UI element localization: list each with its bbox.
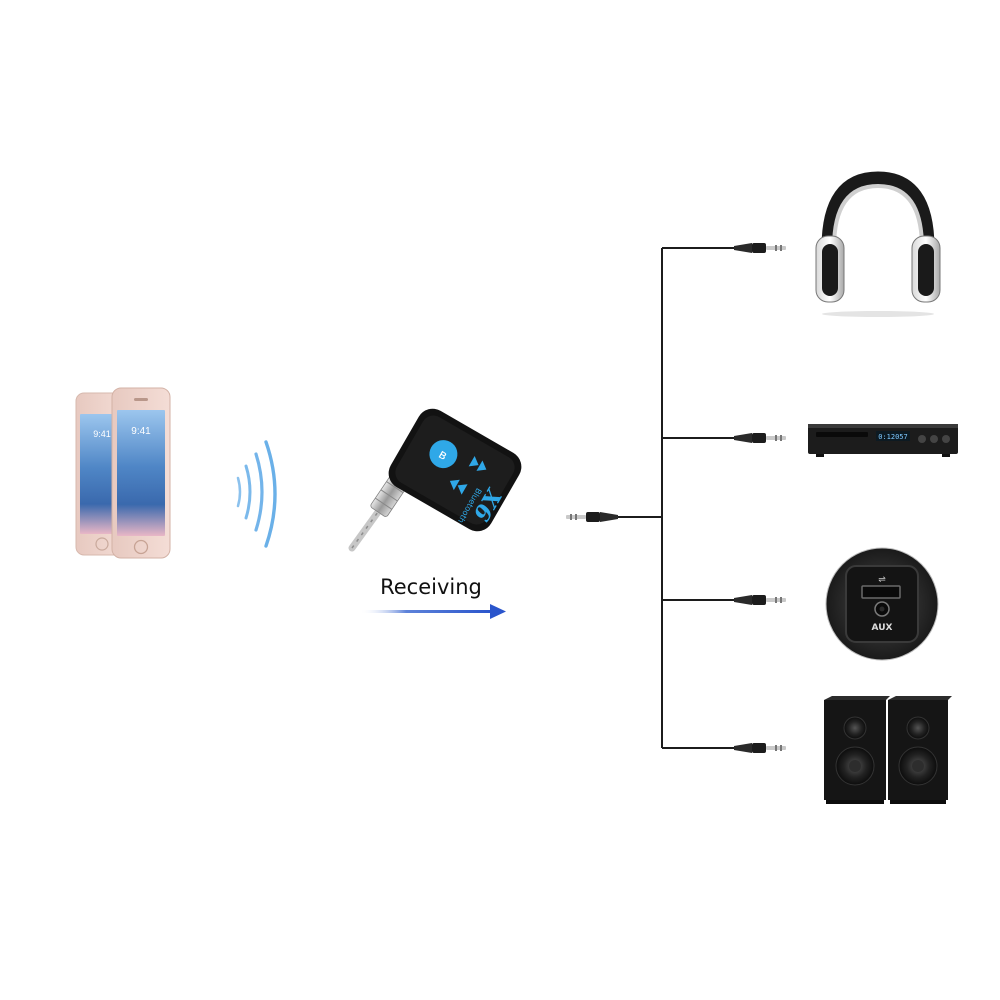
usb-symbol-icon: ⇌ — [878, 575, 886, 585]
output-plug-headphones — [734, 243, 786, 253]
iphone-back-clock: 9:41 — [93, 429, 111, 439]
output-plug-dvd — [734, 433, 786, 443]
x6-bluetooth-adapter: ʙ X6 Bluetooth — [348, 408, 522, 552]
iphone-front: 9:41 — [111, 387, 171, 559]
prev-track-icon — [449, 479, 468, 495]
receiving-label: Receiving — [380, 575, 482, 599]
dvd-display: 0:12057 — [878, 433, 908, 441]
iphone-front-clock: 9:41 — [131, 426, 151, 437]
aux-label: AUX — [872, 623, 893, 633]
audio-cable-splitter — [566, 243, 786, 753]
headphones-icon — [815, 171, 941, 317]
aux-usb-port-icon: ⇌ AUX — [825, 547, 939, 661]
output-plug-aux — [734, 595, 786, 605]
wireless-signal-icon — [236, 440, 277, 548]
speaker-left — [824, 696, 890, 804]
flow-arrow — [360, 604, 506, 619]
speakers-icon — [824, 696, 952, 804]
input-plug — [566, 512, 618, 522]
output-plug-speakers — [734, 743, 786, 753]
next-track-icon — [468, 455, 487, 471]
speaker-right — [888, 696, 952, 804]
bluetooth-button-icon — [429, 440, 458, 469]
dvd-player-icon: 0:12057 — [808, 424, 958, 457]
